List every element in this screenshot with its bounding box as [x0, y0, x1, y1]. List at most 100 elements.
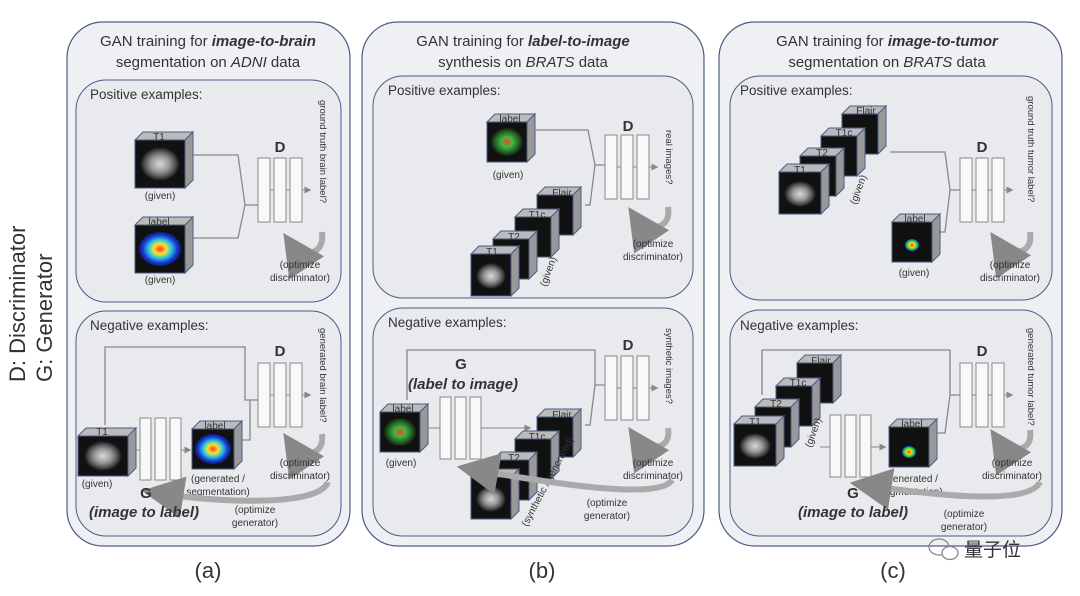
cube-label: label — [392, 404, 413, 415]
cube-label: T1c — [529, 432, 546, 443]
cube-label: Flair — [552, 188, 572, 199]
connector — [890, 151, 960, 191]
panel-c-pos-stack: Flair T1c T2 T1 — [777, 104, 888, 216]
panel-c-neg-optimize-g-arrow — [849, 468, 1043, 510]
panel-b-neg-optimize-d-arrow — [628, 427, 672, 474]
panel-c-pos-label-cube: label — [890, 212, 942, 264]
panel-c-title: GAN training for image-to-tumor — [776, 33, 999, 50]
panel-c-pos-d-output: ground truth tumor label? — [1025, 96, 1036, 202]
panel-a-neg-optimize-d-1: (optimize — [280, 458, 321, 469]
connector — [940, 189, 951, 233]
connector — [585, 384, 596, 426]
watermark: 量子位 — [928, 538, 1021, 561]
panel-a-pos-optimize-arrow — [283, 231, 326, 280]
panel-c-neg-optimize-d-2: discriminator) — [982, 471, 1042, 482]
cube-label: T1 — [749, 417, 761, 428]
panel-a-pos-label-note: (given) — [145, 275, 176, 286]
panel-c-neg-label-note-1: (generated / — [884, 474, 938, 485]
connector — [761, 349, 960, 396]
panel-c-negative-heading: Negative examples: — [740, 318, 859, 333]
panel-a-neg-label-cube: label — [190, 419, 244, 471]
cube-label: T1 — [96, 427, 108, 438]
panel-c-neg-g-label: G — [847, 485, 859, 502]
panel-b-negative-heading: Negative examples: — [388, 315, 507, 330]
panel-a-title-line2: segmentation on ADNI data — [116, 54, 301, 71]
panel-a-pos-d-output: ground truth brain label? — [317, 100, 328, 203]
subfigure-a-label: (a) — [195, 558, 222, 583]
panel-c-neg-label-cube: label — [887, 417, 939, 469]
cube-label: T2 — [770, 399, 782, 410]
panel-a: GAN training for image-to-brain segmenta… — [66, 21, 351, 547]
panel-c-pos-optimize-1: (optimize — [990, 260, 1031, 271]
panel-a-neg-label-note-2: segmentation) — [186, 487, 249, 498]
connector — [242, 400, 251, 441]
connector — [585, 164, 596, 206]
panel-b-positive-heading: Positive examples: — [388, 83, 501, 98]
panel-b-title-line2: synthesis on BRATS data — [438, 54, 608, 71]
cube-label: T2 — [508, 232, 520, 243]
panel-b-neg-label-note: (given) — [386, 458, 417, 469]
panel-c-neg-optimize-g-1: (optimize — [944, 509, 985, 520]
panel-c: GAN training for image-to-tumor segmenta… — [718, 21, 1063, 547]
legend-generator: G: Generator — [32, 254, 57, 382]
panel-c-pos-label-note: (given) — [899, 268, 930, 279]
panel-b-pos-stack: Flair T1c T2 T1 — [469, 185, 583, 298]
panel-a-pos-discriminator — [257, 157, 312, 223]
connector — [535, 129, 605, 166]
panel-a-neg-optimize-g-1: (optimize — [235, 505, 276, 516]
cube-label: label — [204, 421, 225, 432]
panel-c-neg-g-desc: (image to label) — [798, 504, 908, 521]
panel-b-pos-label-cube: label — [485, 112, 537, 164]
panel-a-positive-heading: Positive examples: — [90, 87, 203, 102]
panel-b-neg-discriminator — [604, 355, 659, 421]
panel-c-neg-optimize-d-1: (optimize — [992, 458, 1033, 469]
panel-c-positive-box — [729, 75, 1053, 301]
panel-c-neg-stack: Flair T1c T2 T1 — [732, 353, 843, 468]
panel-b: GAN training for label-to-image synthesi… — [361, 21, 705, 547]
panel-b-neg-d-label: D — [623, 337, 634, 354]
cube-label: Flair — [856, 106, 876, 117]
panel-b-neg-optimize-g-2: generator) — [584, 511, 630, 522]
panel-a-neg-g-desc: (image to label) — [89, 504, 199, 521]
panel-b-pos-d-output: real images? — [663, 130, 674, 184]
cube-label: label — [901, 419, 922, 430]
subfigure-b-label: (b) — [529, 558, 556, 583]
connector — [937, 394, 951, 434]
panel-c-neg-optimize-d-arrow — [990, 429, 1034, 476]
panel-a-pos-t1-note: (given) — [145, 191, 176, 202]
cube-label: T2 — [816, 148, 828, 159]
subfigure-c-label: (c) — [880, 558, 906, 583]
panel-a-pos-t1-cube: T1 — [133, 130, 195, 190]
connector — [193, 154, 258, 206]
panel-b-pos-optimize-2: discriminator) — [623, 252, 683, 263]
panel-b-neg-optimize-d-2: discriminator) — [623, 471, 683, 482]
cube-label: Flair — [552, 410, 572, 421]
watermark-text: 量子位 — [964, 539, 1021, 561]
panel-c-pos-discriminator — [959, 157, 1014, 223]
cube-label: T1 — [794, 165, 806, 176]
cube-label: label — [904, 214, 925, 225]
panel-c-pos-optimize-2: discriminator) — [980, 273, 1040, 284]
panel-b-pos-label-note: (given) — [493, 170, 524, 181]
panel-b-title: GAN training for label-to-image — [416, 33, 629, 50]
panel-c-neg-d-label: D — [977, 343, 988, 360]
cube-label: T1 — [153, 132, 165, 143]
panel-b-neg-d-output: synthetic images? — [663, 328, 674, 404]
panel-a-pos-optimize-1: (optimize — [280, 260, 321, 271]
panel-c-positive-heading: Positive examples: — [740, 83, 853, 98]
panel-a-neg-optimize-g-arrow — [141, 476, 331, 519]
connector — [104, 346, 258, 425]
panel-a-neg-g-label: G — [140, 485, 152, 502]
cube-label: T1c — [790, 378, 807, 389]
panel-a-neg-d-label: D — [275, 343, 286, 360]
panel-c-title-line2: segmentation on BRATS data — [788, 54, 986, 71]
panel-c-neg-discriminator — [959, 362, 1014, 428]
panel-b-pos-discriminator — [604, 134, 659, 200]
panel-a-pos-label-cube: label — [133, 215, 195, 275]
panel-a-neg-optimize-d-2: discriminator) — [270, 471, 330, 482]
panel-a-neg-t1-note: (given) — [82, 479, 113, 490]
panel-a-title: GAN training for image-to-brain — [100, 33, 316, 50]
panel-a-neg-discriminator — [257, 362, 312, 428]
panel-b-positive-box — [372, 75, 694, 299]
